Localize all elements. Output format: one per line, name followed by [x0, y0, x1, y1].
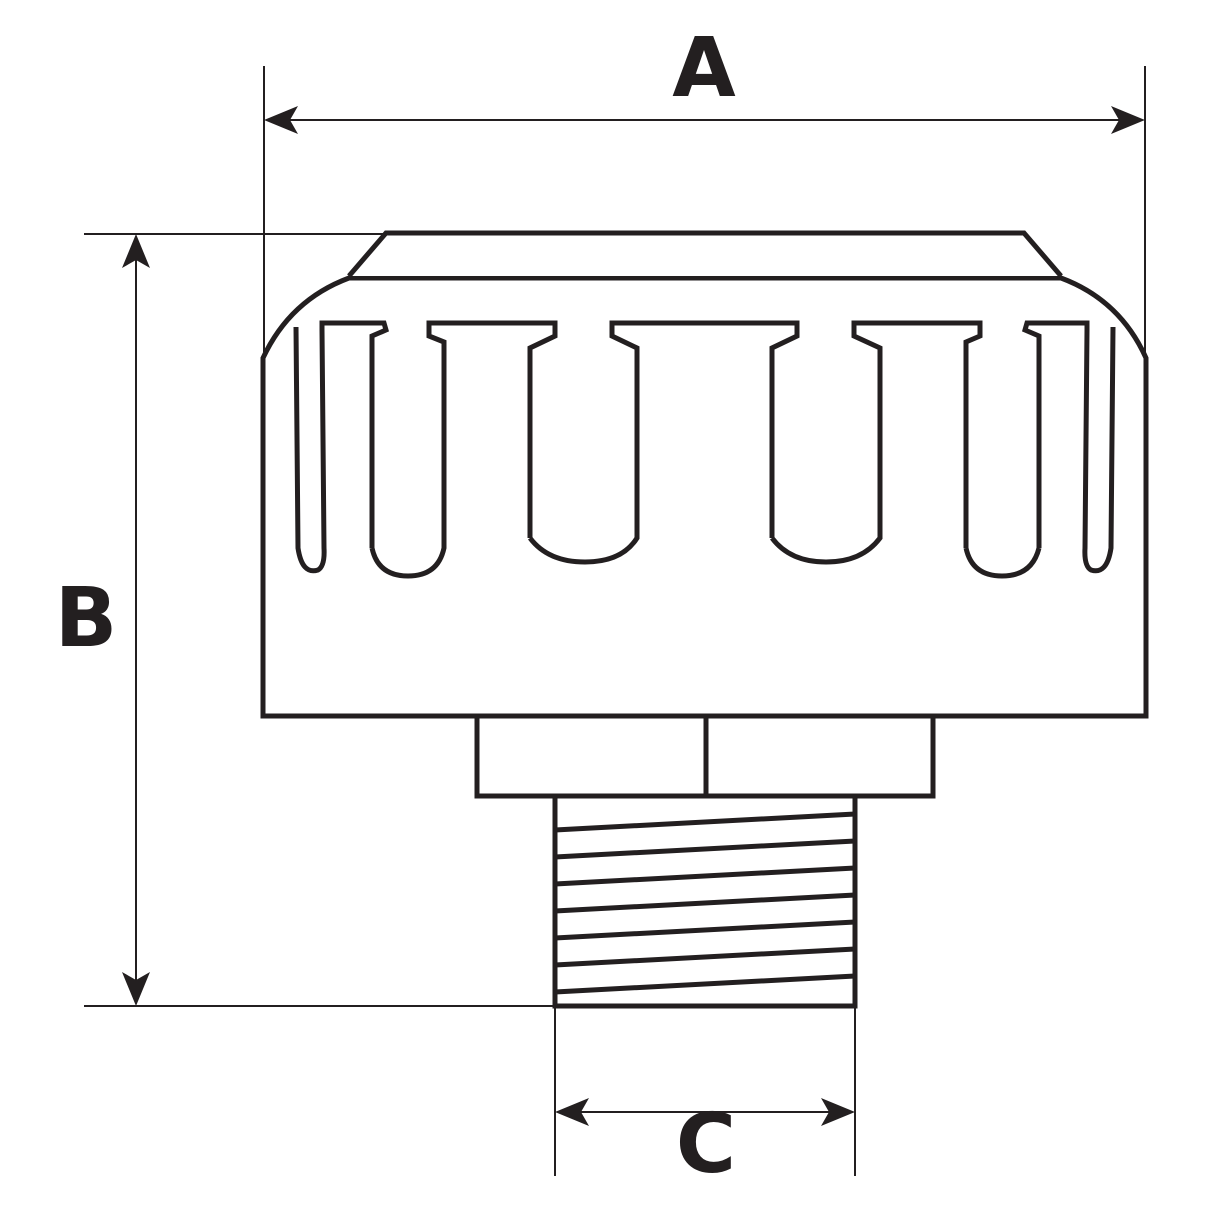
cap-outline	[260, 275, 1149, 719]
cap-lid	[347, 230, 1063, 278]
dimension-a-label: A	[672, 21, 736, 116]
dimension-c-arrow-left	[555, 1098, 589, 1126]
dimension-b-arrow-top	[122, 234, 150, 268]
dimension-a: A	[263, 21, 1146, 352]
dimension-b: B	[55, 233, 556, 1007]
vent-slot-3	[770, 320, 983, 565]
vent-slot-2	[528, 320, 800, 565]
thread-line-7	[554, 973, 856, 995]
thread-line-6	[554, 946, 856, 968]
slot-band-top-left	[319, 320, 390, 548]
side-rib-left	[293, 326, 327, 574]
thread-line-1	[554, 811, 856, 833]
dimension-b-arrow-bottom	[122, 972, 150, 1006]
thread-line-4	[554, 892, 856, 914]
dimension-b-label: B	[55, 571, 118, 666]
dimension-c-arrow-right	[821, 1098, 855, 1126]
thread-line-2	[554, 838, 856, 860]
threaded-stem	[552, 793, 858, 1009]
thread-line-3	[554, 865, 856, 887]
slot-band-top-right	[1021, 320, 1090, 548]
dimension-a-arrow-right	[1111, 106, 1145, 134]
hex-nut	[474, 713, 936, 799]
thread-line-5	[554, 919, 856, 941]
side-rib-right	[1082, 326, 1116, 574]
dimension-c-label: C	[676, 1097, 736, 1192]
cap-body	[260, 230, 1149, 719]
dimension-c: C	[554, 1006, 856, 1192]
vent-slot-4	[963, 547, 1042, 579]
vent-slot-1	[369, 320, 558, 579]
dimension-a-arrow-left	[264, 106, 298, 134]
